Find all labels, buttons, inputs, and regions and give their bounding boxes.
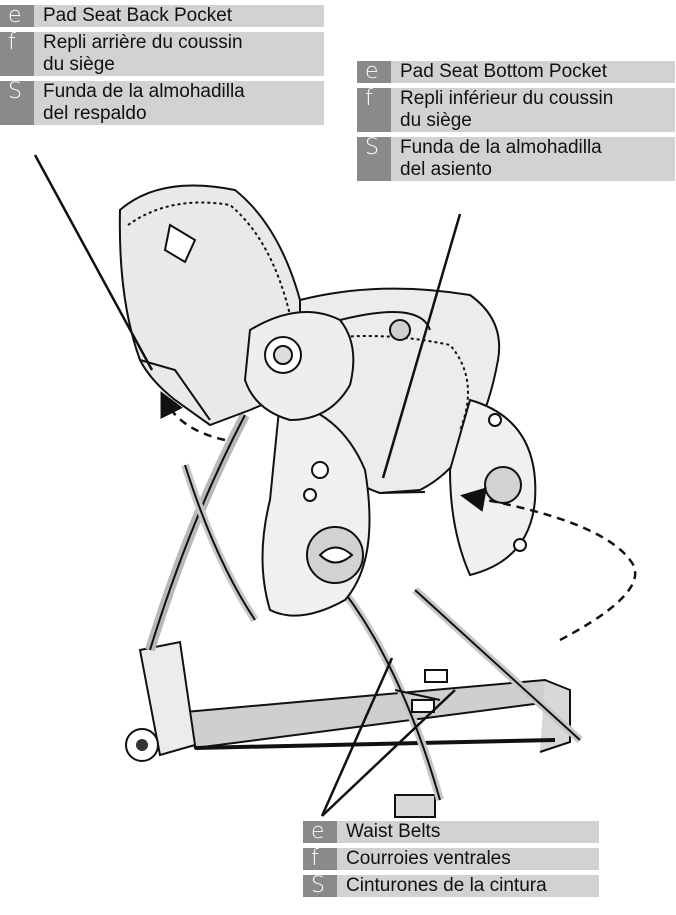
side-panel-seahorse xyxy=(450,400,535,575)
wheel-icon xyxy=(395,795,435,817)
wheel-icon xyxy=(126,729,158,761)
swing-base-frame xyxy=(140,642,570,755)
